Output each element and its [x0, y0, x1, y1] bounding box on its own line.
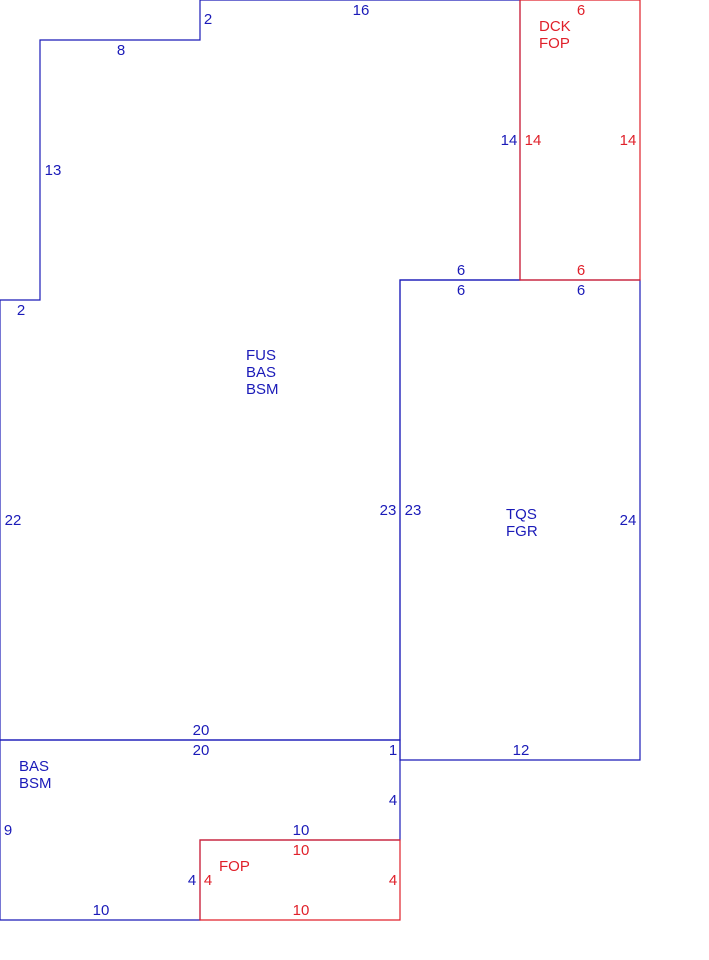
dim-fop-left: 4 — [204, 872, 212, 889]
dim-tqs-right: 24 — [620, 512, 637, 529]
dim-main-notch-top: 6 — [457, 262, 465, 279]
fus-code-1: FUS — [246, 347, 276, 364]
bas-code-2: BSM — [19, 775, 52, 792]
dim-dck-top: 6 — [577, 2, 585, 19]
dim-main-right-upper: 14 — [501, 132, 518, 149]
dim-tqs-left: 23 — [405, 502, 422, 519]
dim-fop-right: 4 — [389, 872, 397, 889]
dim-fop-top: 10 — [293, 842, 310, 859]
dim-main-upper-left-side: 13 — [45, 162, 62, 179]
dim-dck-right: 14 — [620, 132, 637, 149]
dim-bas-right-lower: 4 — [188, 872, 196, 889]
dim-dck-bottom: 6 — [577, 262, 585, 279]
dim-main-left-step: 2 — [17, 302, 25, 319]
dim-bas-top: 20 — [193, 742, 210, 759]
dck-code-1: DCK — [539, 18, 571, 35]
dck-code-2: FOP — [539, 35, 570, 52]
tqs-code-2: FGR — [506, 523, 538, 540]
dim-bas-bottom: 10 — [93, 902, 110, 919]
dck-area-outline — [519, 0, 641, 281]
dim-bas-left: 9 — [4, 822, 12, 839]
dim-main-top-step: 2 — [204, 11, 212, 28]
dim-bas-right-upper: 4 — [389, 792, 397, 809]
dim-fop-bottom: 10 — [293, 902, 310, 919]
dim-main-bottom: 20 — [193, 722, 210, 739]
bas-code-1: BAS — [19, 758, 49, 775]
dim-main-top: 16 — [353, 2, 370, 19]
dim-dck-left: 14 — [525, 132, 542, 149]
fus-code-3: BSM — [246, 381, 279, 398]
dim-main-left: 22 — [5, 512, 22, 529]
fus-code-2: BAS — [246, 364, 276, 381]
fop-code-1: FOP — [219, 858, 250, 875]
dim-main-upper-left-top: 8 — [117, 42, 125, 59]
dim-tqs-top-left: 6 — [457, 282, 465, 299]
fop-area-outline — [199, 839, 401, 921]
tqs-code-1: TQS — [506, 506, 537, 523]
dim-tqs-left-step: 1 — [389, 742, 397, 759]
dim-tqs-top-right: 6 — [577, 282, 585, 299]
dim-bas-notch-top: 10 — [293, 822, 310, 839]
dim-tqs-bottom: 12 — [513, 742, 530, 759]
dim-main-right-lower: 23 — [380, 502, 397, 519]
